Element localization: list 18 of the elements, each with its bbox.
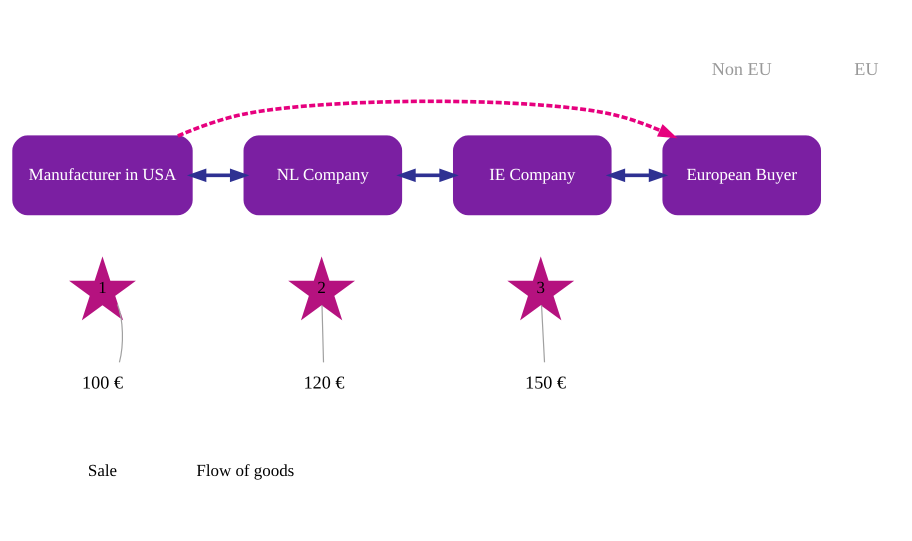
connector (321, 304, 324, 362)
node-box: Manufacturer in USA (12, 134, 193, 215)
arrow (396, 168, 459, 182)
label: EU (854, 58, 879, 78)
connector (540, 304, 546, 362)
legend-label: Sale (88, 460, 118, 480)
node-box: IE Company (452, 134, 612, 215)
node-text: 150 € (525, 372, 566, 392)
arrow (606, 168, 668, 182)
node-box: NL Company (244, 134, 402, 215)
node-box: European Buyer (662, 134, 822, 215)
label: Non EU (712, 58, 772, 78)
node-text: 120 € (304, 372, 344, 392)
arrow (177, 99, 678, 138)
connector (116, 304, 124, 362)
legend-label: Flow of goods (196, 460, 294, 480)
node-text: 100 € (82, 372, 123, 392)
arrow (186, 168, 250, 182)
